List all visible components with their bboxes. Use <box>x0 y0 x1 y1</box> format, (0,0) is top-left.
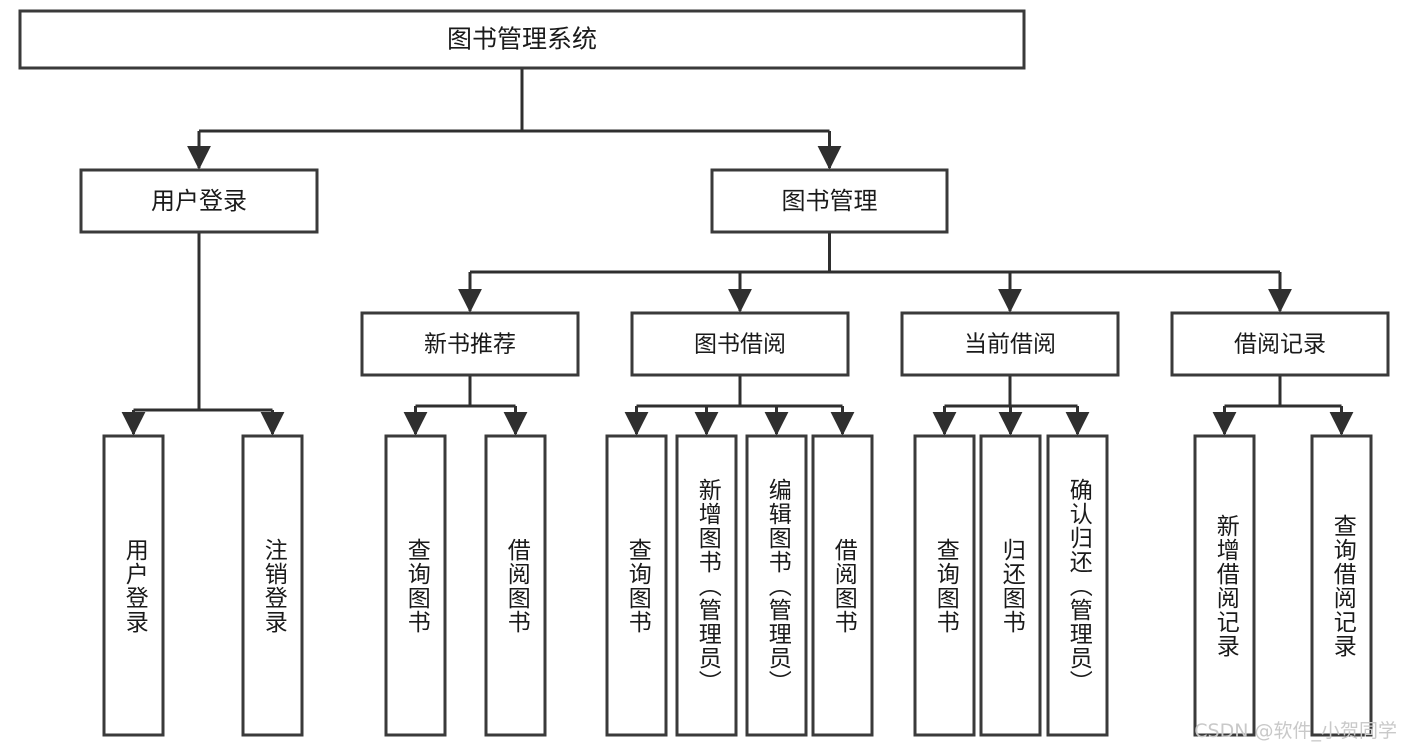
node-leaf-return-book[interactable]: 归还图书 <box>979 434 1042 737</box>
node-leaf-borrow-book-2[interactable]: 借阅图书 <box>811 434 874 737</box>
node-book-borrow-rect <box>630 311 850 377</box>
node-book-manage-rect <box>710 168 949 234</box>
node-new-book-recommend[interactable]: 新书推荐 <box>360 311 580 377</box>
node-book-borrow-label: 图书借阅 <box>694 332 786 358</box>
connector-user-login-to-leaves <box>121 232 285 436</box>
node-leaf-confirm-return[interactable]: 确认归还（管理员） <box>1046 434 1109 737</box>
node-borrow-record[interactable]: 借阅记录 <box>1170 311 1390 377</box>
node-leaf-return-book-rect <box>979 434 1042 737</box>
node-leaf-add-borrow-record[interactable]: 新增借阅记录 <box>1193 434 1256 737</box>
node-new-book-recommend-rect <box>360 311 580 377</box>
node-current-borrow-label: 当前借阅 <box>964 332 1056 358</box>
node-leaf-borrow-book-2-rect <box>811 434 874 737</box>
connector-current-borrow-to-leaves <box>932 375 1090 436</box>
node-user-login-rect <box>79 168 319 234</box>
node-new-book-recommend-label: 新书推荐 <box>424 332 516 358</box>
node-leaf-borrow-book-1[interactable]: 借阅图书 <box>484 434 547 737</box>
node-leaf-add-book-admin[interactable]: 新增图书（管理员） <box>675 434 738 737</box>
node-leaf-query-book-1-label: 查询图书 <box>403 537 430 634</box>
node-user-login[interactable]: 用户登录 <box>79 168 319 234</box>
node-leaf-query-borrow-record-label: 查询借阅记录 <box>1329 513 1356 658</box>
node-leaf-add-book-admin-label: 新增图书（管理员） <box>694 477 721 694</box>
node-leaf-confirm-return-label: 确认归还（管理员） <box>1065 477 1092 694</box>
node-leaf-query-book-3-label: 查询图书 <box>932 537 959 634</box>
node-leaf-edit-book-admin-rect <box>745 434 808 737</box>
node-root[interactable]: 图书管理系统 <box>18 9 1026 70</box>
node-leaf-return-book-label: 归还图书 <box>998 537 1025 634</box>
node-leaf-logout-login[interactable]: 注销登录 <box>241 434 304 737</box>
node-leaf-add-borrow-record-rect <box>1193 434 1256 737</box>
node-current-borrow-rect <box>900 311 1120 377</box>
node-borrow-record-label: 借阅记录 <box>1234 332 1326 358</box>
node-borrow-record-rect <box>1170 311 1390 377</box>
node-leaf-add-borrow-record-label: 新增借阅记录 <box>1212 513 1239 658</box>
connector-book-borrow-to-leaves <box>624 375 855 436</box>
connector-borrow-record-to-leaves <box>1212 375 1354 436</box>
connector-book-manage-to-level2 <box>458 232 1292 313</box>
node-leaf-query-borrow-record-rect <box>1310 434 1373 737</box>
node-leaf-borrow-book-1-rect <box>484 434 547 737</box>
node-leaf-query-book-2-label: 查询图书 <box>624 537 651 634</box>
node-leaf-user-login-rect <box>102 434 165 737</box>
node-leaf-confirm-return-rect <box>1046 434 1109 737</box>
node-leaf-borrow-book-2-label: 借阅图书 <box>830 537 857 634</box>
node-user-login-label: 用户登录 <box>151 187 247 215</box>
node-book-manage[interactable]: 图书管理 <box>710 168 949 234</box>
node-book-borrow[interactable]: 图书借阅 <box>630 311 850 377</box>
node-leaf-query-book-1-rect <box>384 434 447 737</box>
node-leaf-logout-login-rect <box>241 434 304 737</box>
node-leaf-query-book-2[interactable]: 查询图书 <box>605 434 668 737</box>
node-leaf-query-book-3[interactable]: 查询图书 <box>913 434 976 737</box>
node-leaf-edit-book-admin[interactable]: 编辑图书（管理员） <box>745 434 808 737</box>
node-root-label: 图书管理系统 <box>447 25 597 54</box>
node-leaf-user-login[interactable]: 用户登录 <box>102 434 165 737</box>
node-leaf-query-book-2-rect <box>605 434 668 737</box>
node-root-rect <box>18 9 1026 70</box>
node-leaf-borrow-book-1-label: 借阅图书 <box>503 537 530 634</box>
node-book-manage-label: 图书管理 <box>782 187 878 215</box>
node-leaf-query-borrow-record[interactable]: 查询借阅记录 <box>1310 434 1373 737</box>
connector-layer <box>121 68 1354 436</box>
node-leaf-query-book-1[interactable]: 查询图书 <box>384 434 447 737</box>
node-layer: 图书管理系统用户登录图书管理新书推荐图书借阅当前借阅借阅记录用户登录注销登录查询… <box>18 9 1390 737</box>
connector-root-to-level1 <box>187 68 842 170</box>
node-leaf-query-book-3-rect <box>913 434 976 737</box>
node-leaf-edit-book-admin-label: 编辑图书（管理员） <box>764 477 791 694</box>
node-current-borrow[interactable]: 当前借阅 <box>900 311 1120 377</box>
connector-new-book-recommend-to-leaves <box>403 375 528 436</box>
node-leaf-add-book-admin-rect <box>675 434 738 737</box>
node-leaf-user-login-label: 用户登录 <box>121 537 148 634</box>
node-leaf-logout-login-label: 注销登录 <box>260 537 287 634</box>
